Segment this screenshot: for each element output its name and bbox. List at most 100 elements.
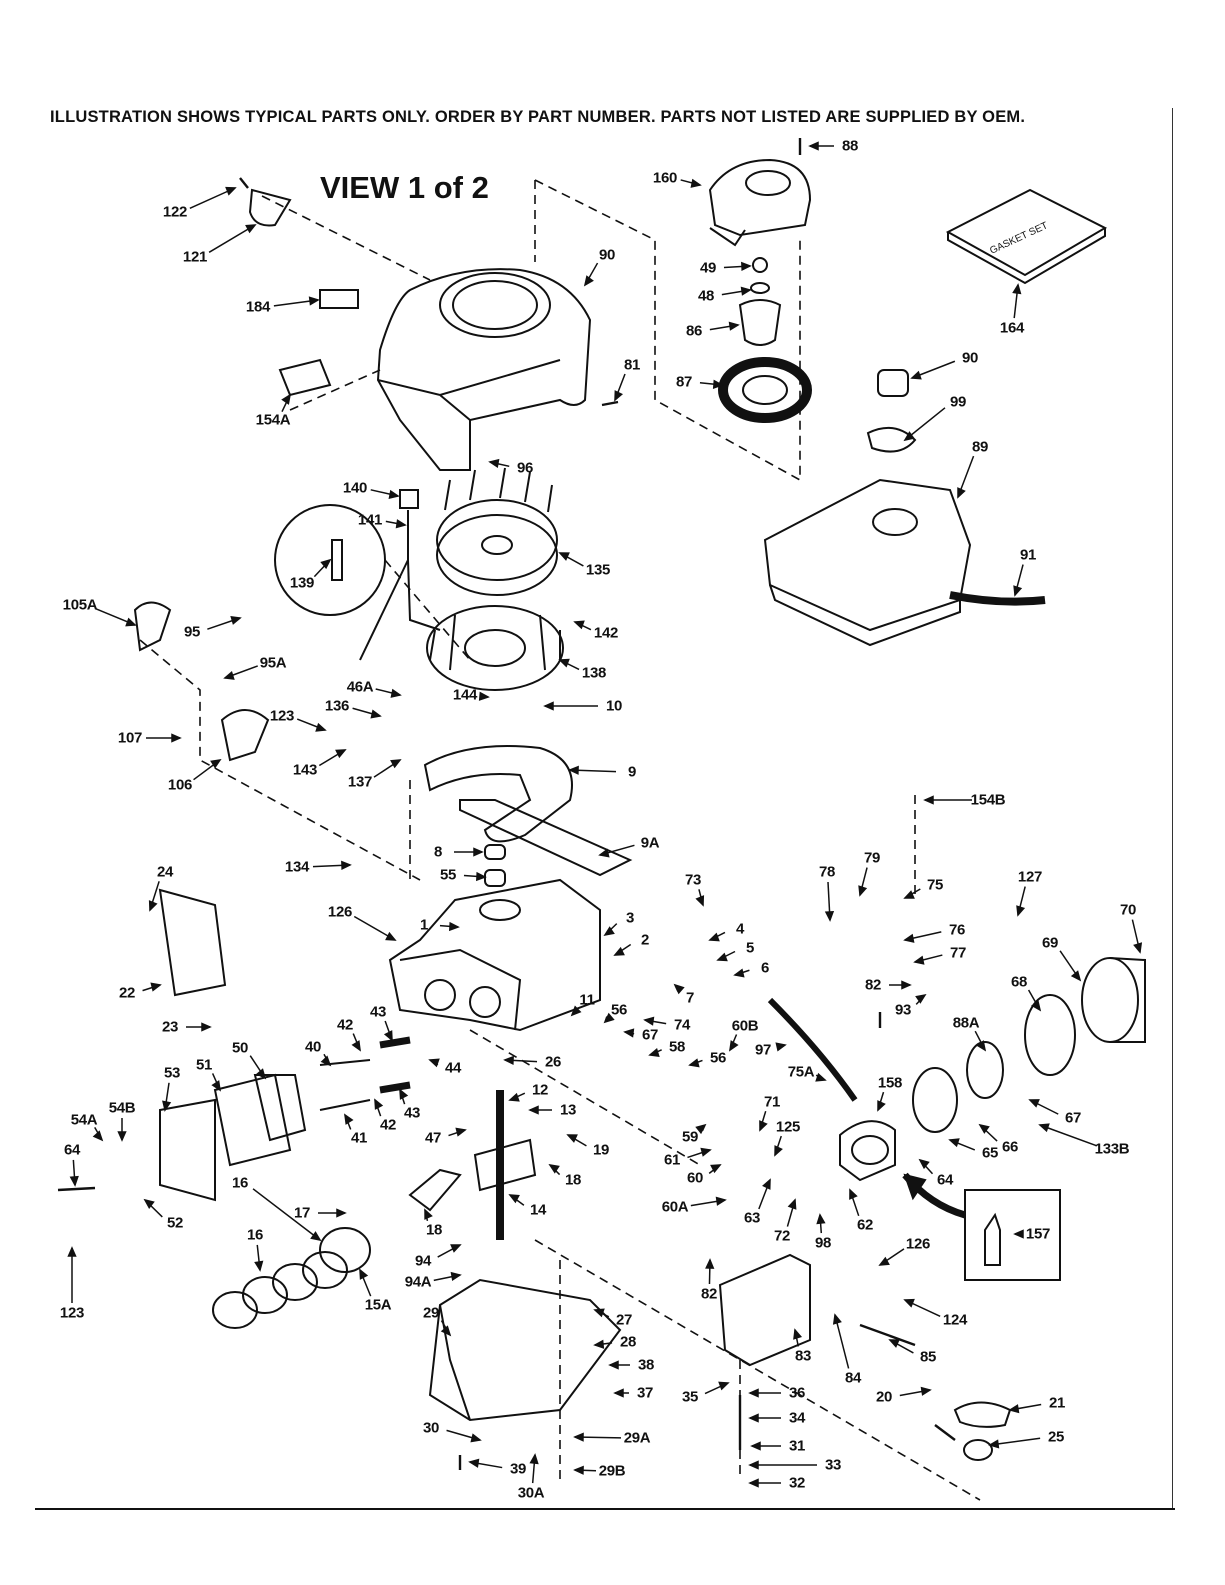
leader-arrowhead-98: [816, 1213, 826, 1225]
leader-arrowhead-51: [211, 1080, 222, 1092]
callout-37: 37: [636, 1384, 654, 1402]
leader-arrowhead-46A: [390, 688, 402, 698]
leader-arrowhead-41: [344, 1113, 354, 1125]
callout-4: 4: [735, 920, 745, 938]
leader-arrowhead-42: [351, 1040, 361, 1052]
leader-arrowhead-143: [335, 749, 347, 759]
leader-arrowhead-7: [673, 983, 685, 995]
leader-arrowhead-90: [583, 275, 594, 287]
muffler: [718, 1253, 811, 1367]
leader-arrowhead-123: [315, 722, 327, 732]
leader-arrowhead-88A: [976, 1040, 987, 1052]
leader-arrowhead-137: [390, 759, 402, 769]
callout-89: 89: [971, 438, 989, 456]
callout-79: 79: [863, 849, 881, 867]
callout-65: 65: [981, 1144, 999, 1162]
callout-3: 3: [625, 909, 635, 927]
part-25: [963, 1439, 993, 1461]
callout-6: 6: [760, 959, 770, 977]
leader-arrowhead-42b: [374, 1098, 384, 1110]
spark-plug-inset: [274, 504, 386, 616]
leader-arrowhead-56: [603, 1012, 615, 1024]
callout-52: 52: [166, 1214, 184, 1232]
leader-arrowhead-54A: [92, 1130, 104, 1142]
leader-arrowhead-38: [608, 1360, 619, 1370]
callout-28: 28: [619, 1333, 637, 1351]
leader-arrowhead-133B: [1038, 1123, 1050, 1133]
callout-59: 59: [681, 1128, 699, 1146]
callout-68: 68: [1010, 973, 1028, 991]
leader-arrowhead-127: [1016, 905, 1026, 917]
leader-84: [834, 1314, 850, 1369]
leader-arrowhead-136: [370, 709, 382, 719]
leader-arrowhead-135: [558, 552, 570, 561]
crankshaft: [473, 1090, 537, 1240]
callout-30A: 30A: [517, 1484, 545, 1502]
callout-157: 157: [1025, 1225, 1051, 1243]
leader-arrowhead-1: [448, 921, 460, 932]
head-gasket-50: [253, 1074, 307, 1142]
callout-31: 31: [788, 1437, 806, 1455]
callout-106: 106: [167, 776, 193, 794]
leader-arrowhead-52: [143, 1198, 155, 1210]
leader-arrowhead-33: [748, 1460, 759, 1470]
leader-arrowhead-31: [750, 1441, 761, 1451]
bottom-rule: [35, 1508, 1175, 1510]
leader-arrowhead-126: [385, 931, 397, 941]
leader-arrowhead-48: [740, 286, 752, 296]
leader-arrowhead-21: [1008, 1404, 1020, 1414]
leader-arrowhead-18b: [424, 1208, 433, 1220]
leader-arrowhead-39: [468, 1458, 480, 1468]
callout-41: 41: [350, 1129, 368, 1147]
callout-51: 51: [195, 1056, 213, 1074]
assembly-guide-lines: [139, 179, 981, 1501]
callout-62: 62: [856, 1216, 874, 1234]
leader-16: [252, 1188, 321, 1241]
callout-15A: 15A: [364, 1296, 392, 1314]
callout-94: 94: [414, 1252, 432, 1270]
callout-124: 124: [942, 1311, 968, 1329]
callout-81: 81: [623, 356, 641, 374]
callout-48: 48: [697, 287, 715, 305]
callout-154A: 154A: [255, 411, 291, 429]
callout-7: 7: [685, 989, 695, 1007]
callout-53: 53: [163, 1064, 181, 1082]
leader-arrowhead-61: [700, 1147, 712, 1157]
inset-157-parts: [984, 1212, 1001, 1266]
callout-35: 35: [681, 1388, 699, 1406]
leader-arrowhead-71: [759, 1120, 768, 1132]
leader-arrowhead-70: [1133, 942, 1143, 954]
leader-arrowhead-26: [503, 1055, 514, 1066]
callout-13: 13: [559, 1101, 577, 1119]
leader-arrowhead-24: [148, 900, 158, 912]
callout-18: 18: [564, 1171, 582, 1189]
leader-arrows: [67, 141, 1143, 1488]
callout-16b: 16: [246, 1226, 264, 1244]
callout-160: 160: [652, 169, 678, 187]
callout-64: 64: [936, 1171, 954, 1189]
callout-107: 107: [117, 729, 143, 747]
leader-arrowhead-40: [320, 1055, 332, 1067]
callout-34: 34: [788, 1409, 806, 1427]
leader-arrowhead-97: [775, 1042, 787, 1052]
leader-arrowhead-30A: [529, 1453, 539, 1465]
callout-71: 71: [763, 1093, 781, 1111]
leader-arrowhead-10: [543, 701, 554, 711]
leader-arrowhead-36: [748, 1388, 759, 1398]
piston-and-rings: [212, 1227, 371, 1329]
callout-98: 98: [814, 1234, 832, 1252]
leader-arrowhead-60: [710, 1164, 722, 1174]
leader-arrowhead-29A: [573, 1432, 584, 1442]
leader-arrowhead-44: [428, 1058, 440, 1068]
leader-arrowhead-56b: [688, 1058, 700, 1068]
leader-arrowhead-54B: [117, 1131, 127, 1142]
leader-arrowhead-64: [918, 1158, 930, 1170]
leader-arrowhead-53: [162, 1100, 172, 1112]
callout-67: 67: [641, 1026, 659, 1044]
leader-arrowhead-164: [1012, 283, 1022, 295]
leader-arrowhead-134: [341, 860, 352, 870]
callout-82: 82: [864, 976, 882, 994]
leader-arrowhead-89: [957, 487, 966, 499]
callout-90b: 90: [961, 349, 979, 367]
leader-arrowhead-6: [733, 968, 745, 978]
